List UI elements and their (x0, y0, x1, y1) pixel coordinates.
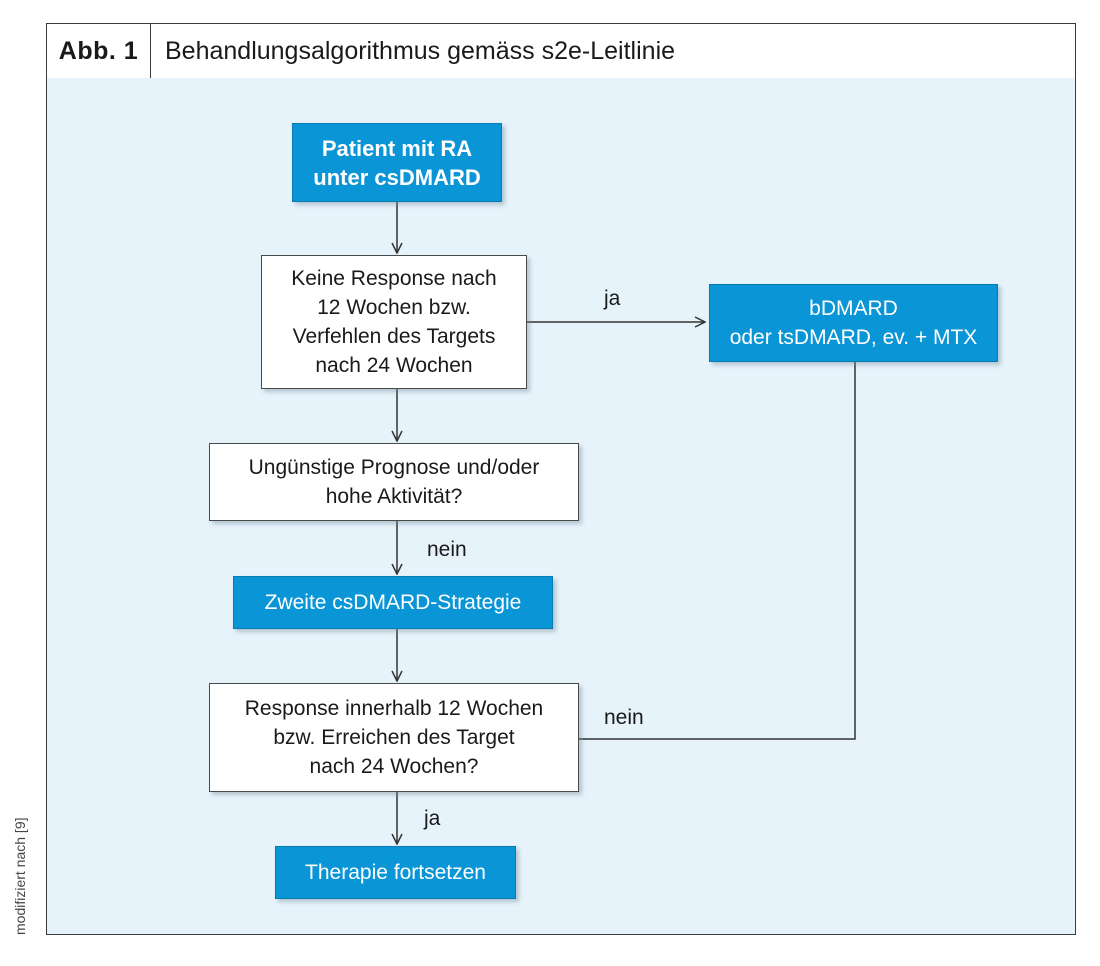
label-no-q3: nein (604, 706, 644, 729)
arrow-q3-to-bdmard (579, 336, 855, 740)
source-note: modifiziert nach [9] (12, 817, 28, 936)
label-no-q2: nein (427, 538, 467, 561)
label-yes-q1: ja (604, 287, 621, 310)
node-second-strategy: Zweite csDMARD-Strategie (233, 576, 553, 629)
node-prognosis-question: Ungünstige Prognose und/oder hohe Aktivi… (209, 443, 579, 521)
node-start: Patient mit RA unter csDMARD (292, 123, 502, 202)
node-continue-therapy: Therapie fortsetzen (275, 846, 516, 899)
node-bdmard: bDMARD oder tsDMARD, ev. + MTX (709, 284, 998, 362)
figure-label: Abb. 1 (47, 24, 151, 78)
figure-title: Behandlungsalgorithmus gemäss s2e-Leitli… (165, 36, 676, 65)
node-no-response-question: Keine Response nach 12 Wochen bzw. Verfe… (261, 255, 527, 389)
node-response-question: Response innerhalb 12 Wochen bzw. Erreic… (209, 683, 579, 792)
label-yes-q3: ja (424, 807, 441, 830)
